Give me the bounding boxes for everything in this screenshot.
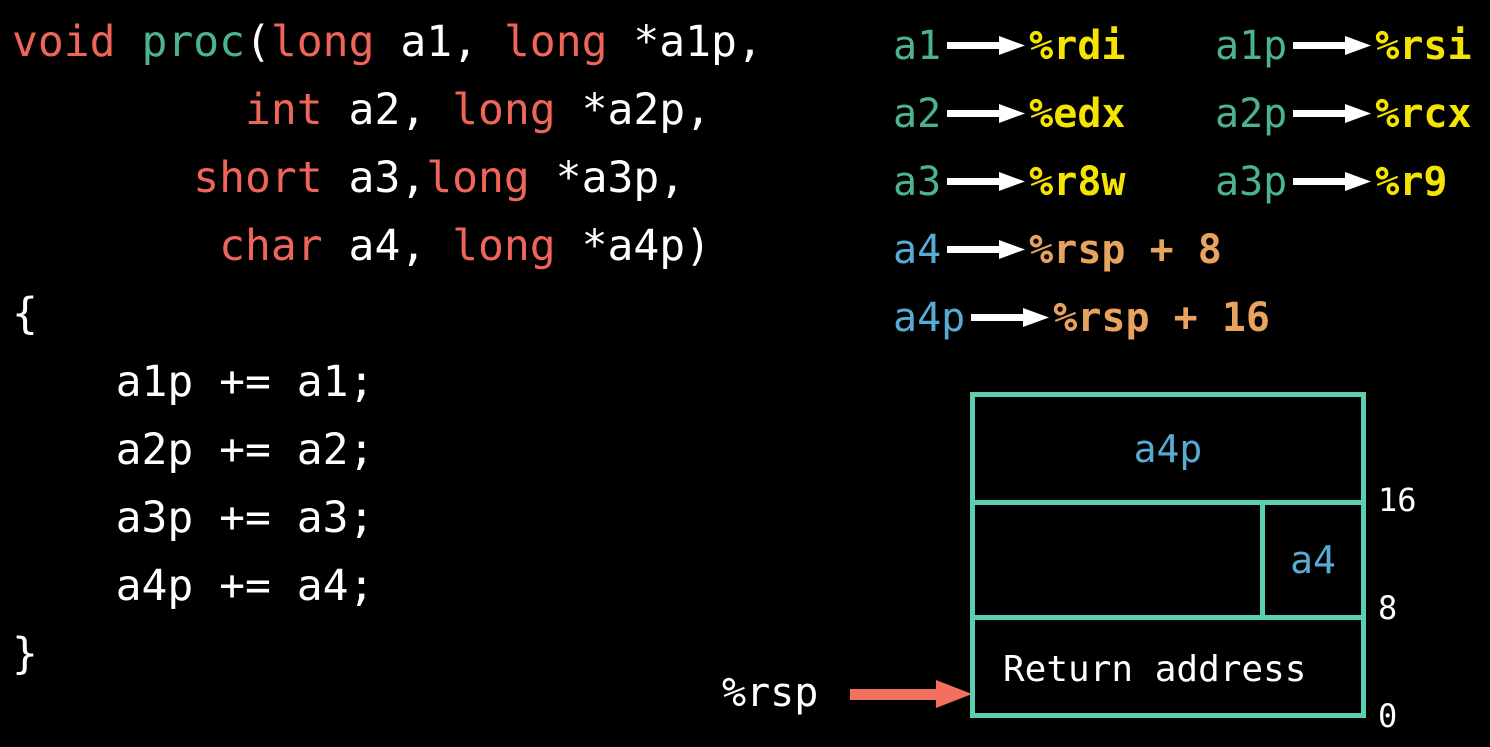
right-arrow-icon	[947, 36, 1026, 56]
code-token: long	[503, 17, 608, 67]
code-token: a4,	[322, 221, 453, 271]
argument-name: a1	[893, 23, 942, 69]
code-indent	[12, 561, 116, 611]
destination-register: %r8w	[1029, 159, 1126, 205]
register-mapping-entry: a1p %rsi	[1215, 12, 1472, 80]
code-token: long	[426, 153, 530, 203]
argument-name: a3p	[1215, 159, 1288, 205]
argument-name: a3	[893, 159, 942, 205]
code-line: a1p += a1;	[12, 348, 832, 416]
code-token: char	[219, 221, 323, 271]
right-arrow-icon	[1293, 172, 1372, 192]
stack-cell-a4p-label: a4p	[1133, 426, 1203, 471]
code-line: a2p += a2;	[12, 416, 832, 484]
code-token: (	[245, 17, 271, 67]
code-token: a1p += a1;	[115, 357, 375, 407]
destination-register: %r9	[1375, 159, 1448, 205]
register-mapping-entry: a2 %edx	[893, 80, 1126, 148]
destination-register: %edx	[1029, 91, 1126, 137]
c-source-code: void proc(long a1, long *a1p, int a2, lo…	[12, 8, 832, 688]
stack-frame-diagram: a4p a4 Return address 16 8 0 %rsp	[700, 380, 1490, 747]
stack-offset-8: 8	[1378, 589, 1398, 627]
register-mapping-row: a1 %rdi a1p %rsi	[893, 12, 1490, 80]
code-token: long	[452, 85, 556, 135]
right-arrow-icon	[947, 240, 1026, 260]
code-token: a2,	[322, 85, 453, 135]
code-line: {	[12, 280, 832, 348]
code-token: long	[452, 221, 556, 271]
register-mapping-list: a1 %rdi a1p %rsi a2 %edx a2p %rcx a3 %r8w a3p %r9 a4…	[893, 12, 1490, 352]
argument-name: a4	[893, 227, 942, 273]
stack-offset-0: 0	[1378, 697, 1398, 735]
code-line: }	[12, 620, 832, 688]
code-token: *a2p,	[555, 85, 712, 135]
register-mapping-row: a4p %rsp + 16	[893, 284, 1490, 352]
stack-cell-return-address-label: Return address	[1003, 648, 1307, 690]
stack-cell-a4: a4	[1265, 505, 1361, 615]
code-token: a3,	[322, 153, 427, 203]
destination-register: %rdi	[1029, 23, 1126, 69]
stack-cell-padding	[975, 505, 1265, 615]
code-indent	[12, 221, 219, 271]
register-mapping-entry: a3 %r8w	[893, 148, 1126, 216]
stack-offset-16: 16	[1378, 481, 1417, 519]
destination-register: %rcx	[1375, 91, 1472, 137]
code-token: }	[12, 629, 38, 679]
code-line: void proc(long a1, long *a1p,	[12, 8, 832, 76]
code-indent	[12, 425, 116, 475]
right-arrow-icon	[1293, 104, 1372, 124]
stack-box: a4p a4 Return address	[970, 392, 1366, 718]
code-indent	[12, 153, 193, 203]
argument-name: a2	[893, 91, 942, 137]
stack-row-middle: a4	[975, 505, 1361, 620]
right-arrow-icon	[1293, 36, 1372, 56]
code-token: proc	[141, 17, 246, 67]
code-token: a1,	[374, 17, 504, 67]
register-mapping-entry: a4 %rsp + 8	[893, 216, 1222, 284]
code-line: int a2, long *a2p,	[12, 76, 832, 144]
stack-cell-a4-label: a4	[1290, 538, 1336, 582]
register-mapping-row: a2 %edx a2p %rcx	[893, 80, 1490, 148]
code-line: a3p += a3;	[12, 484, 832, 552]
argument-name: a1p	[1215, 23, 1288, 69]
register-mapping-row: a4 %rsp + 8	[893, 216, 1490, 284]
rsp-pointer-label: %rsp	[722, 670, 819, 716]
register-mapping-row: a3 %r8w a3p %r9	[893, 148, 1490, 216]
code-token: *a4p)	[555, 221, 712, 271]
code-token: a4p += a4;	[115, 561, 375, 611]
argument-name: a2p	[1215, 91, 1288, 137]
right-arrow-icon	[850, 680, 972, 708]
register-mapping-entry: a1 %rdi	[893, 12, 1126, 80]
argument-name: a4p	[893, 295, 966, 341]
register-mapping-entry: a3p %r9	[1215, 148, 1448, 216]
code-indent	[12, 85, 245, 135]
code-indent	[12, 493, 116, 543]
code-token: *a3p,	[529, 153, 686, 203]
code-line: char a4, long *a4p)	[12, 212, 832, 280]
code-token: long	[270, 17, 375, 67]
code-line: short a3,long *a3p,	[12, 144, 832, 212]
stack-cell-return-address: Return address	[975, 620, 1361, 718]
stack-offset-labels: 16 8 0	[1374, 392, 1454, 732]
code-line: a4p += a4;	[12, 552, 832, 620]
code-token: *a1p,	[607, 17, 763, 67]
right-arrow-icon	[947, 104, 1026, 124]
right-arrow-icon	[971, 308, 1050, 328]
code-token: void	[12, 17, 116, 67]
code-token: a3p += a3;	[115, 493, 375, 543]
destination-register: %rsp + 8	[1029, 227, 1222, 273]
register-mapping-entry: a2p %rcx	[1215, 80, 1472, 148]
code-token: short	[193, 153, 323, 203]
code-token: {	[12, 289, 38, 339]
destination-register: %rsp + 16	[1053, 295, 1270, 341]
code-token: a2p += a2;	[115, 425, 375, 475]
code-indent	[12, 357, 116, 407]
code-token	[116, 17, 142, 67]
stack-cell-a4p: a4p	[975, 397, 1361, 505]
register-mapping-entry: a4p %rsp + 16	[893, 284, 1270, 352]
right-arrow-icon	[947, 172, 1026, 192]
code-token: int	[245, 85, 323, 135]
destination-register: %rsi	[1375, 23, 1472, 69]
